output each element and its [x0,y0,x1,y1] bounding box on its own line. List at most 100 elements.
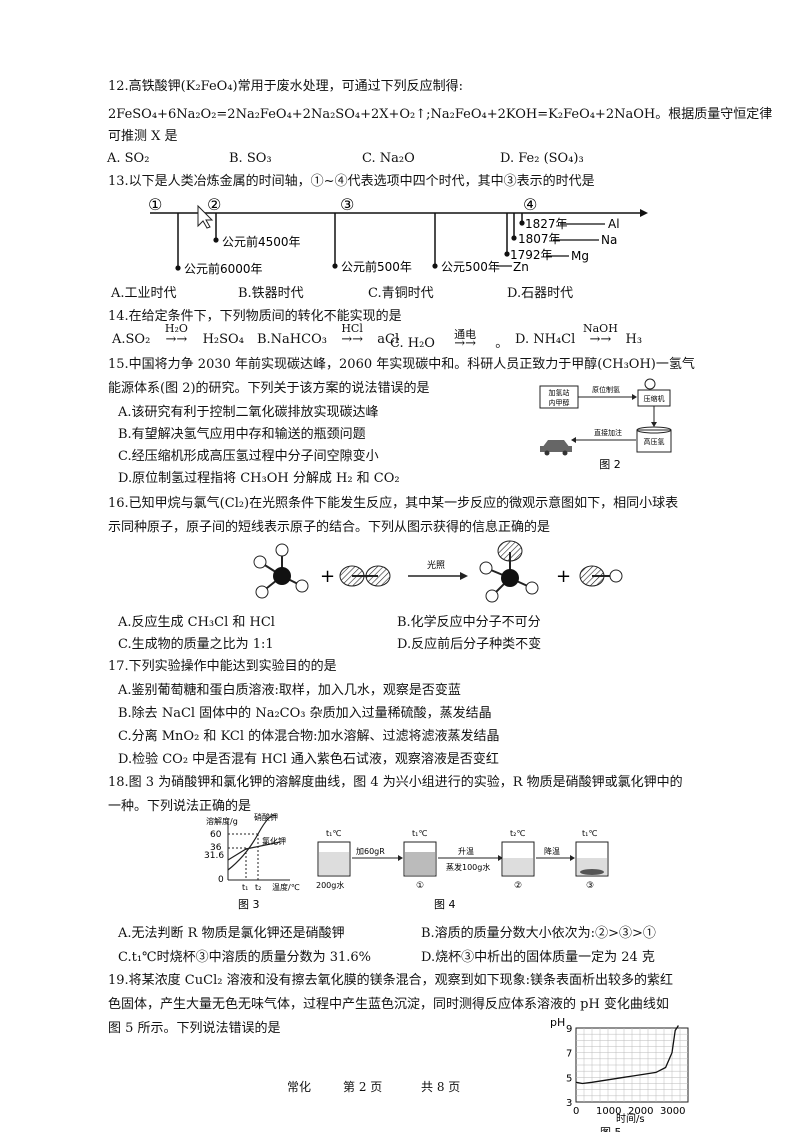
svg-text:①: ① [416,881,424,891]
svg-text:图 3: 图 3 [238,898,260,911]
q12-stem-line2: 2FeSO₄+6Na₂O₂=2Na₂FeO₄+2Na₂SO₄+2X+O₂↑;Na… [108,107,773,122]
marker-1: ① [148,195,162,214]
ph-series-line [575,1025,679,1085]
svg-text:200g水: 200g水 [316,880,344,890]
plus-sign-2: + [556,566,571,587]
ph-xtick-label: 1000 [596,1106,621,1117]
experiment-figure-4: t₁℃ 200g水 加60gR t₁℃ ① 升温 蒸发100g水 t₂℃ ② 降… [316,829,609,911]
q13-option-c: C.青铜时代 [368,286,434,301]
marker-4: ④ [523,195,537,214]
chloromethane-molecule [479,540,539,603]
q13-stem: 13.以下是人类冶炼金属的时间轴，①~④代表选项中四个时代，其中③表示的时代是 [108,174,595,189]
svg-text:②: ② [514,881,522,891]
q18-stem-line2: 一种。下列说法正确的是 [108,799,252,814]
svg-text:③: ③ [586,881,594,891]
q16-option-d: D.反应前后分子种类不变 [397,637,542,652]
ph-xtick-label: 0 [573,1106,579,1117]
svg-text:t₂℃: t₂℃ [510,829,525,838]
ph-xaxis-label: 时间/s [616,1112,645,1125]
svg-text:原位制氢: 原位制氢 [592,385,620,394]
q15-option-b: B.有望解决氢气应用中存和输送的瓶颈问题 [118,427,366,442]
event-4500bc: 公元前4500年 [222,234,301,249]
q15-stem-line2: 能源体系(图 2)的研究。下列关于该方案的说法错误的是 [108,381,430,396]
methane-molecule [253,543,309,599]
q17-option-b: B.除去 NaCl 固体中的 Na₂CO₃ 杂质加入过量稀硫酸，蒸发结晶 [118,706,492,721]
ph-axis-label: pH [550,1016,565,1029]
q18-option-a: A.无法判断 R 物质是氯化钾还是硝酸钾 [118,926,345,941]
hydrogen-tank [636,429,672,453]
metal-zn: Zn [513,260,529,274]
svg-text:温度/℃: 温度/℃ [272,882,300,892]
metal-mg: Mg [571,249,589,263]
svg-text:氯化钾: 氯化钾 [262,836,286,846]
q17-option-c: C.分离 MnO₂ 和 KCl 的体混合物:加水溶解、过滤将滤液蒸发结晶 [118,729,500,744]
q12-option-d: D. Fe₂ (SO₄)₃ [500,151,584,166]
q12-option-b: B. SO₃ [229,151,272,166]
q12-option-a: A. SO₂ [107,151,150,166]
q15-option-c: C.经压缩机形成高压氢过程中分子间空隙变小 [118,449,379,464]
q12-stem-line3: 可推测 X 是 [108,129,178,144]
q16-option-c: C.生成物的质量之比为 1:1 [118,637,274,652]
gauge-icon [644,378,656,390]
q13-option-a: A.工业时代 [111,286,177,301]
svg-text:t₁℃: t₁℃ [412,829,427,838]
metal-na: Na [601,233,617,247]
q18-option-d: D.烧杯③中析出的固体质量一定为 24 克 [421,950,655,965]
svg-text:t₁: t₁ [242,883,248,892]
ph-xtick-label: 3000 [660,1106,685,1117]
q13-option-d: D.石器时代 [507,286,574,301]
q14-option-a: A.SO₂ H₂O→→ H₂SO₄ [112,322,244,347]
q12-option-c: C. Na₂O [362,151,415,166]
svg-text:溶解度/g: 溶解度/g [206,816,238,826]
q16-option-b: B.化学反应中分子不可分 [397,615,541,630]
q17-option-a: A.鉴别葡萄糖和蛋白质溶液:取样，加入几水，观察是否变蓝 [118,683,461,698]
q18-stem-line1: 18.图 3 为硝酸钾和氯化钾的溶解度曲线，图 4 为兴小组进行的实验，R 物质… [108,775,683,790]
marker-3: ③ [340,195,354,214]
solubility-curve-figure-3: 溶解度/g 60 36 31.6 0 硝酸钾 氯化钾 t₁ t₂ 温度/℃ 图 … [204,812,300,911]
event-1827: 1827年 [525,217,568,231]
q14-option-d: D. NH₄Cl NaOH→→ H₃ [515,322,643,347]
plus-sign-1: + [320,566,335,587]
event-500bc: 公元前500年 [341,259,412,274]
ph-xtick-label: 2000 [628,1106,653,1117]
svg-text:60: 60 [210,830,222,840]
q17-option-d: D.检验 CO₂ 中是否混有 HCl 通入紫色石试液，观察溶液是否变红 [118,752,499,767]
ph-ytick-label: 9 [566,1024,572,1035]
event-500ad: 公元500年 [441,260,500,274]
ph-ytick-label: 3 [566,1098,572,1109]
footer-school: 常化 [287,1080,312,1094]
svg-text:加氢站: 加氢站 [549,388,570,397]
metal-al: Al [608,217,620,231]
svg-text:硝酸钾: 硝酸钾 [254,812,278,822]
svg-text:蒸发100g水: 蒸发100g水 [446,862,490,872]
q19-stem-line1: 19.将某浓度 CuCl₂ 溶液和没有擦去氧化膜的镁条混合，观察到如下现象:镁条… [108,973,673,988]
potassium-nitrate-curve [227,814,277,871]
q16-option-a: A.反应生成 CH₃Cl 和 HCl [118,615,275,630]
svg-text:压缩机: 压缩机 [644,394,665,403]
q18-option-c: C.t₁℃时烧杯③中溶质的质量分数为 31.6% [118,950,372,965]
ph-ytick-label: 7 [566,1049,572,1060]
event-1792: 1792年 [510,248,553,262]
q13-timeline: ① ② ③ ④ 公元前6000年 公元前4500年 公元前500年 公元500年… [148,195,648,276]
q16-stem-line1: 16.已知甲烷与氯气(Cl₂)在光照条件下能发生反应，其中某一步反应的微观示意图… [108,496,679,511]
svg-text:36: 36 [210,843,222,853]
q14-option-c: C. H₂O 通电→→ 。 [390,328,509,351]
svg-text:t₂: t₂ [255,883,261,892]
q17-stem: 17.下列实验操作中能达到实验目的的是 [108,659,337,674]
svg-text:加60gR: 加60gR [356,846,385,856]
svg-text:高压氢: 高压氢 [644,437,665,446]
q16-stem-line2: 示同种原子，原子间的短线表示原子的结合。下列从图示获得的信息正确的是 [108,520,551,535]
q18-figures: 溶解度/g 60 36 31.6 0 硝酸钾 氯化钾 t₁ t₂ 温度/℃ 图 … [204,812,609,911]
mouse-cursor-icon [197,204,214,229]
q14-stem: 14.在给定条件下，下列物质间的转化不能实现的是 [108,309,402,324]
q15-figure-2: 加氢站 内甲醇 原位制氢 压缩机 高压氢 直接加注 图 2 [539,378,672,471]
q16-molecule-diagram: + 光照 + [253,540,623,603]
ph-ytick-label: 5 [566,1073,572,1084]
event-1807: 1807年 [518,232,561,246]
timeline-arrowhead [640,209,648,217]
svg-text:直接加注: 直接加注 [594,428,622,437]
q14-option-b: B.NaHCO₃ HCl→→ aCl [257,322,400,347]
marker-2: ② [207,195,221,214]
potassium-chloride-curve [227,841,281,861]
footer-total: 共 8 页 [421,1080,461,1094]
